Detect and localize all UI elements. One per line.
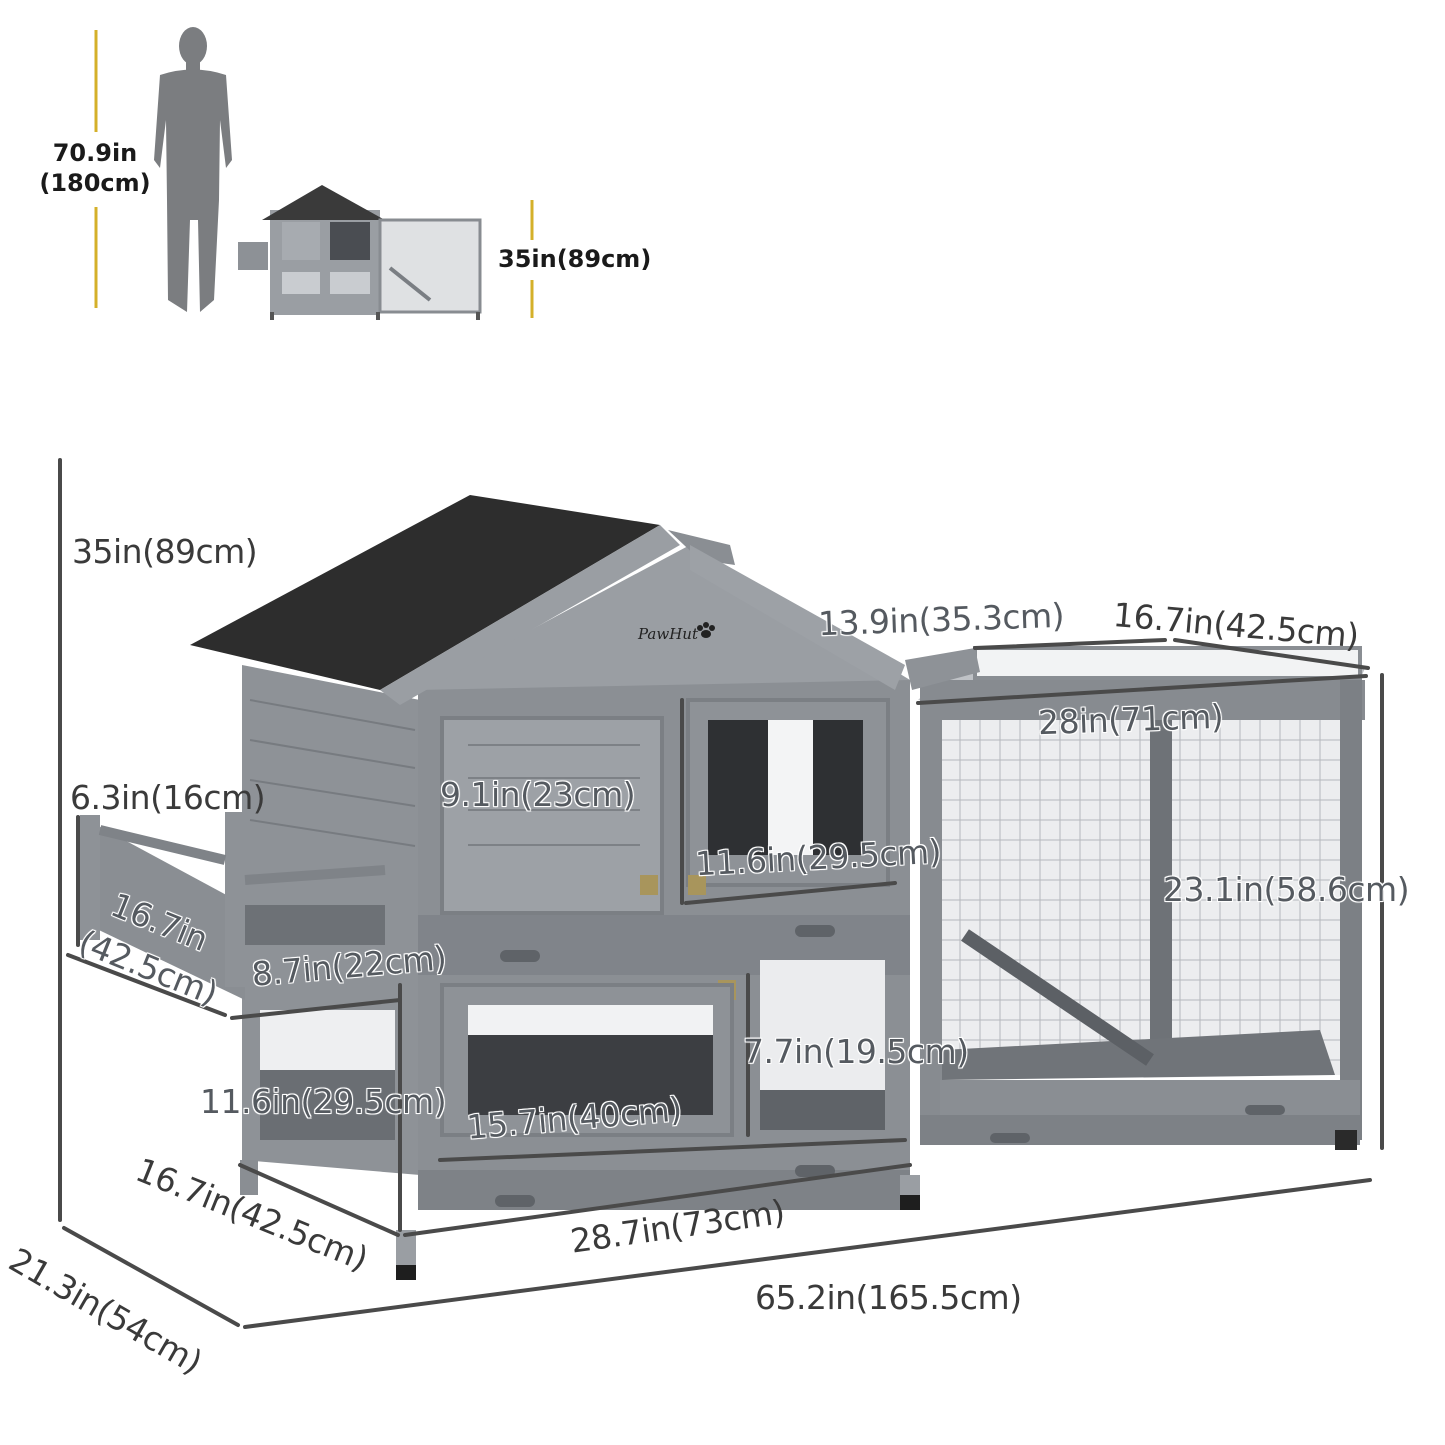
balcony-height-label: 6.3in(16cm) xyxy=(70,778,266,817)
lower-door-width-line xyxy=(438,1138,907,1162)
run-width-label: 28in(71cm) xyxy=(1037,696,1224,743)
hutch-depth-line xyxy=(238,1163,400,1237)
balcony-depth-line xyxy=(66,953,227,1017)
brand-logo xyxy=(697,622,715,638)
balcony xyxy=(78,812,403,1000)
overall-width-line xyxy=(243,1178,1372,1329)
upper-door-width-label: 9.1in(23cm) xyxy=(440,775,636,814)
run-width-line xyxy=(916,674,1368,705)
run-enclosure xyxy=(918,646,1365,1150)
balcony-width-line xyxy=(230,998,402,1020)
upper-window-width-line xyxy=(684,881,897,905)
roof-extension-line xyxy=(973,638,1167,650)
hutch-width-line xyxy=(403,1163,912,1237)
person-height-in: 70.9in xyxy=(52,139,138,167)
lower-door-height-label: 7.7in(19.5cm) xyxy=(743,1032,969,1071)
person-silhouette-icon xyxy=(154,27,232,312)
person-height-cm: (180cm) xyxy=(39,169,151,197)
lower-side-height-label: 11.6in(29.5cm) xyxy=(200,1082,447,1121)
hutch-height-small-label: 35in(89cm) xyxy=(498,245,652,273)
roof-shingle xyxy=(190,495,660,690)
run-depth-line xyxy=(1173,638,1370,670)
overall-width-label: 65.2in(165.5cm) xyxy=(755,1278,1022,1317)
overall-height-label: 35in(89cm) xyxy=(72,532,258,571)
overall-depth-line xyxy=(62,1226,240,1327)
pawhut-logo-text: PawHut xyxy=(638,625,698,643)
hutch-body xyxy=(190,495,980,1280)
dimension-lines xyxy=(58,458,1384,1329)
run-height-label: 23.1in(58.6cm) xyxy=(1163,870,1410,909)
person-height-label: 70.9in (180cm) xyxy=(30,138,160,198)
hutch-thumbnail-icon xyxy=(238,185,482,320)
